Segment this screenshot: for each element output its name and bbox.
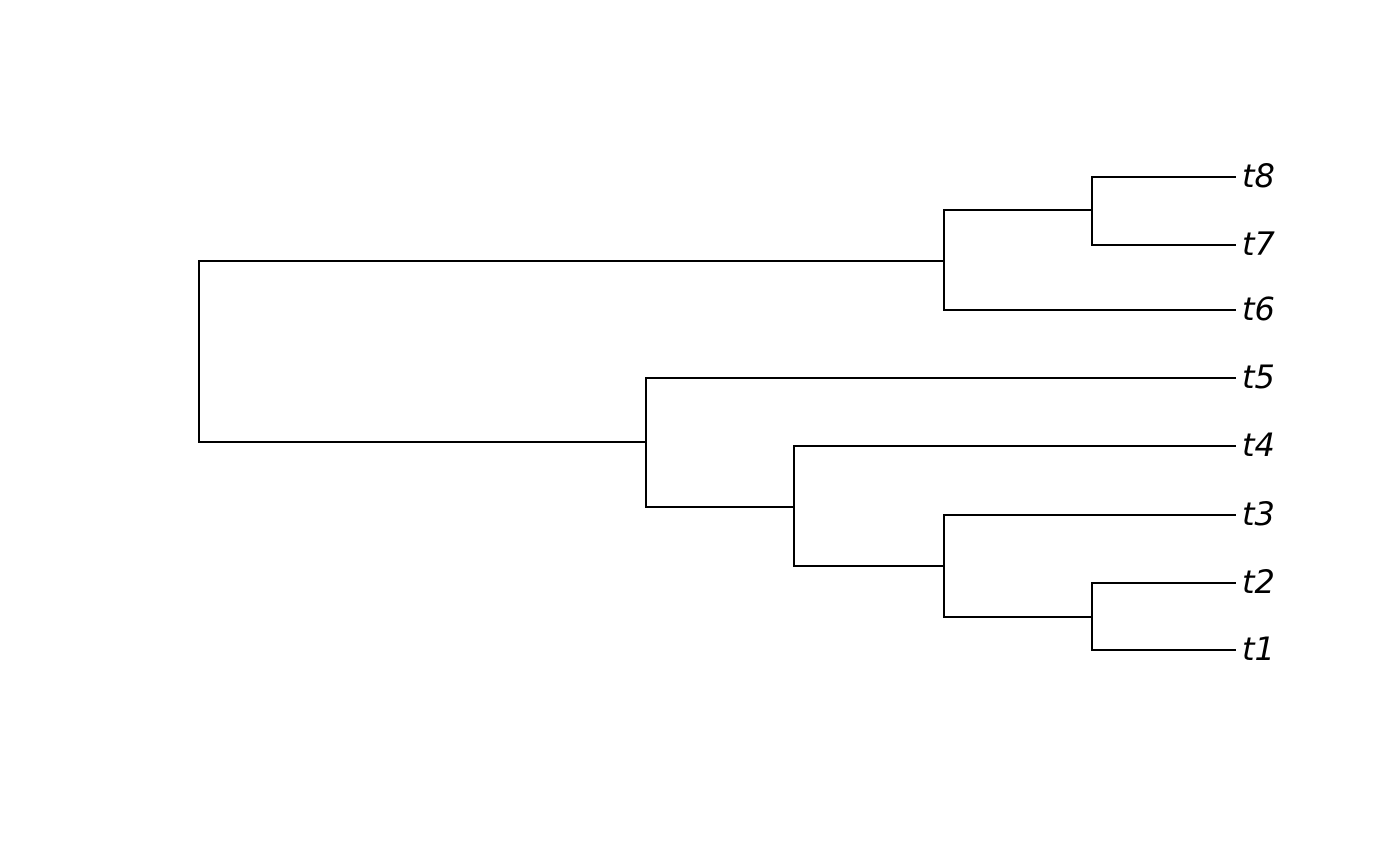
tip-label-t2: t2 bbox=[1242, 563, 1275, 601]
tip-label-t3: t3 bbox=[1242, 495, 1275, 533]
tip-label-t5: t5 bbox=[1242, 358, 1275, 396]
tip-label-t6: t6 bbox=[1242, 290, 1275, 328]
tip-label-t8: t8 bbox=[1242, 157, 1275, 195]
tip-label-t1: t1 bbox=[1242, 630, 1275, 668]
tip-label-t7: t7 bbox=[1242, 225, 1276, 263]
tip-label-t4: t4 bbox=[1242, 426, 1275, 464]
branch-layer bbox=[198, 176, 1236, 651]
tip-label-layer: t8 t7 t6 t5 t4 t3 t2 t1 bbox=[1242, 157, 1276, 668]
